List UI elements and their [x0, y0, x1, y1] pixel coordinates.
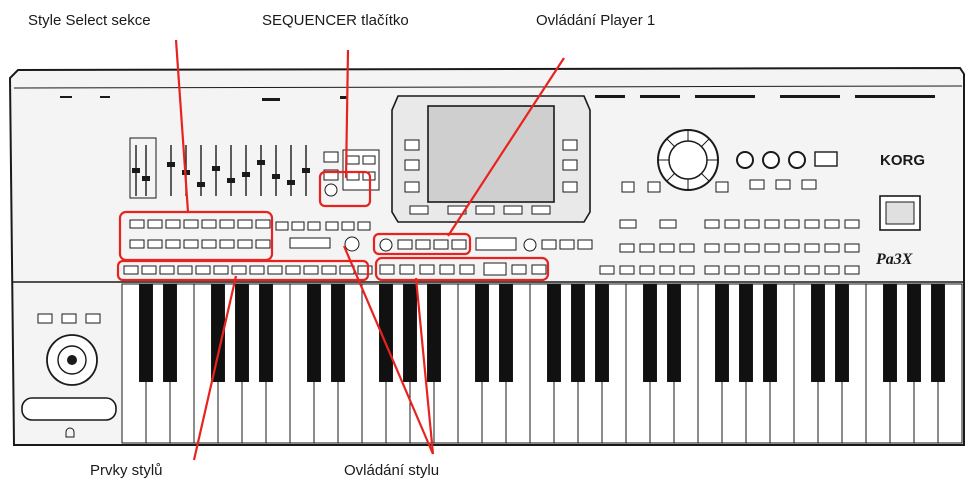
player1-row — [380, 238, 592, 251]
ribbon — [22, 398, 116, 420]
black-key — [763, 284, 777, 382]
callout-style-elements: Prvky stylů — [90, 462, 163, 479]
black-key — [331, 284, 345, 382]
black-key — [907, 284, 921, 382]
black-key — [427, 284, 441, 382]
black-key — [667, 284, 681, 382]
black-key — [715, 284, 729, 382]
black-key — [811, 284, 825, 382]
callout-player1: Ovládání Player 1 — [536, 12, 655, 29]
black-key — [475, 284, 489, 382]
black-key — [883, 284, 897, 382]
black-key — [571, 284, 585, 382]
black-key — [163, 284, 177, 382]
black-key — [931, 284, 945, 382]
black-key — [739, 284, 753, 382]
black-key — [835, 284, 849, 382]
black-key — [643, 284, 657, 382]
black-key — [595, 284, 609, 382]
black-key — [499, 284, 513, 382]
callout-style-controls: Ovládání stylu — [344, 462, 439, 479]
black-key — [547, 284, 561, 382]
black-key — [235, 284, 249, 382]
korg-logo: KORG — [880, 152, 925, 169]
callout-sequencer: SEQUENCER tlačítko — [262, 12, 409, 29]
keyboard — [122, 284, 962, 443]
style-controls-row — [380, 263, 546, 275]
callout-style-select: Style Select sekce — [28, 12, 151, 29]
display — [392, 96, 590, 222]
black-key — [259, 284, 273, 382]
black-key — [307, 284, 321, 382]
black-key — [139, 284, 153, 382]
black-key — [403, 284, 417, 382]
model-logo: Pa3X — [875, 251, 913, 268]
